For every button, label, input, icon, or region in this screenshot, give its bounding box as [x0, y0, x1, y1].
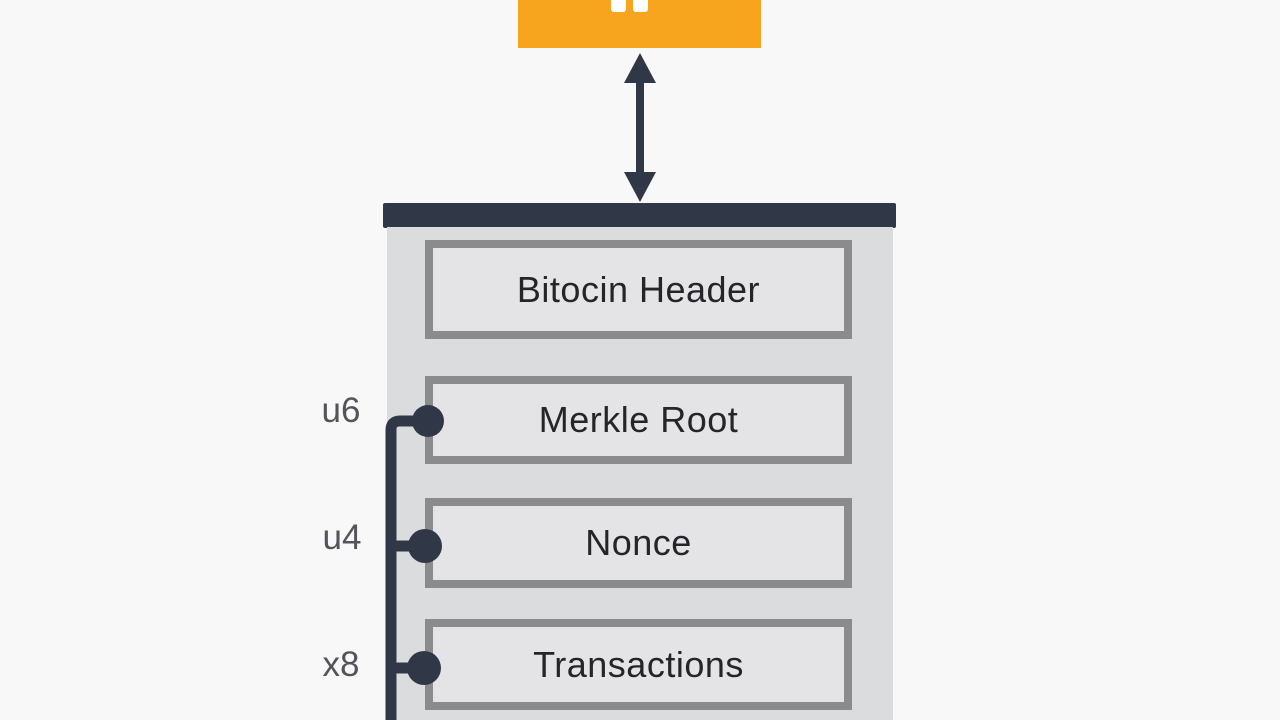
- field-nonce: Nonce: [425, 498, 852, 588]
- field-transactions: Transactions: [425, 619, 852, 710]
- bitcoin-symbol-icon: [611, 0, 626, 12]
- double-arrow-icon: [624, 53, 656, 202]
- annotation-nonce: u4: [322, 518, 362, 557]
- block-top-bar: [383, 203, 896, 228]
- field-label: Merkle Root: [538, 399, 739, 440]
- field-merkle-root: Merkle Root: [425, 376, 852, 464]
- field-label: Bitocin Header: [516, 268, 761, 310]
- bitcoin-symbol-icon: [633, 0, 648, 12]
- annotation-merkle-root: u6: [321, 391, 361, 430]
- annotation-transactions: x8: [322, 645, 360, 684]
- field-label: Nonce: [585, 522, 692, 563]
- bitcoin-logo-block: [518, 0, 761, 48]
- field-block-header: Bitocin Header: [425, 240, 852, 339]
- field-label: Transactions: [533, 643, 744, 685]
